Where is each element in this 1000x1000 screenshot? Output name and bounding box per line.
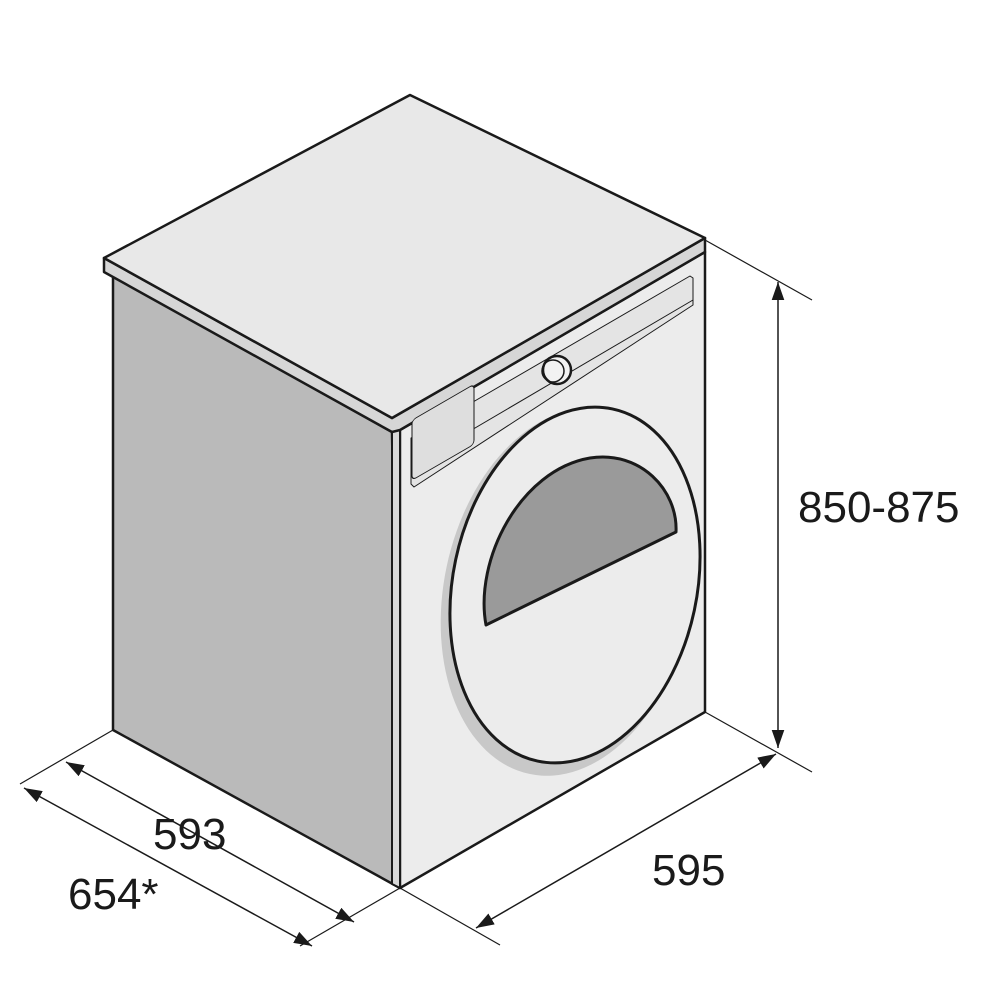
worktop (102, 93, 707, 420)
front-corner-strip (391, 423, 401, 889)
width-extension-front (399, 887, 501, 946)
depth-label: 593 (153, 810, 227, 859)
total-depth-label: 654* (68, 870, 159, 919)
width-label: 595 (652, 846, 726, 895)
depth-extension-front (299, 887, 401, 947)
display-area (411, 385, 475, 480)
door-window (482, 455, 678, 627)
program-knob[interactable] (541, 354, 573, 386)
height-extension-top (704, 239, 813, 301)
width-dimension-line (475, 753, 777, 929)
height-label: 850-875 (798, 483, 960, 532)
height-extension-bottom (704, 711, 813, 773)
depth-extension-back (19, 729, 114, 785)
total-depth-dimension-line (23, 787, 313, 947)
